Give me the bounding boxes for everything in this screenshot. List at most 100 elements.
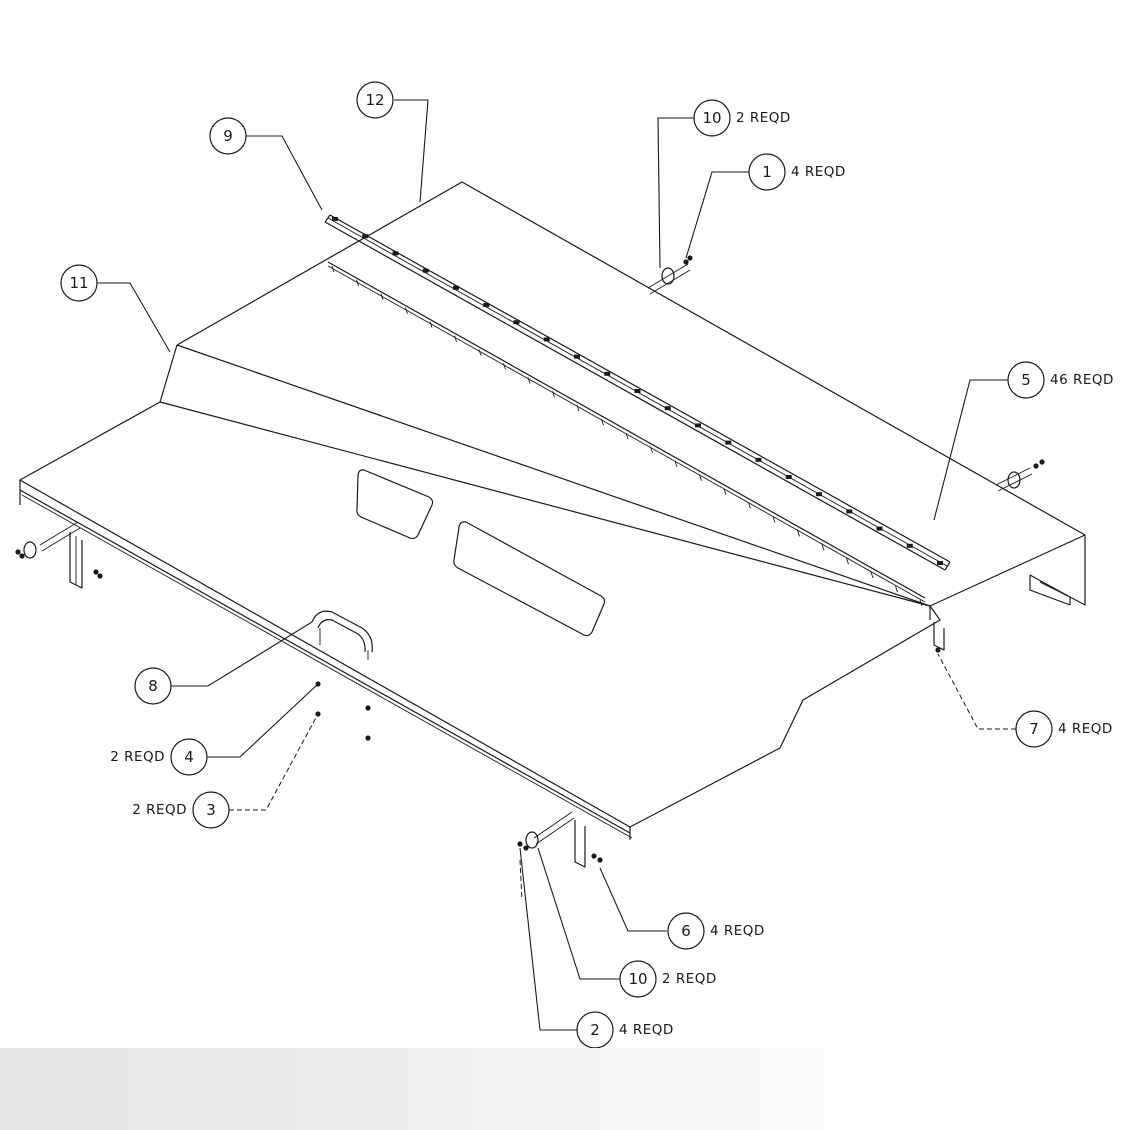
balloon-number: 5	[1021, 371, 1031, 389]
hinge-knuckle	[362, 234, 369, 239]
hinge-knuckle	[543, 337, 550, 342]
hinge-knuckle	[785, 475, 792, 479]
balloon-quantity: 4 REQD	[1058, 721, 1113, 737]
rivet	[552, 391, 555, 398]
rivet	[699, 474, 702, 481]
rivet	[846, 558, 849, 565]
fastener	[93, 569, 99, 575]
rivet	[576, 405, 580, 412]
balloon-quantity: 2 REQD	[736, 110, 791, 126]
balloon-number: 10	[628, 970, 647, 988]
balloon-quantity: 2 REQD	[662, 971, 717, 987]
hinge-knuckle	[725, 440, 732, 445]
balloon-quantity: 4 REQD	[710, 923, 765, 939]
rivet	[821, 544, 825, 551]
rivet	[870, 572, 874, 579]
fastener	[15, 549, 21, 555]
brackets	[39, 263, 1033, 868]
fastener	[19, 553, 25, 559]
hardware-marks	[15, 217, 1045, 863]
balloon-number: 12	[365, 91, 384, 109]
balloon-2: 2 4 REQD	[576, 1011, 674, 1049]
rivet	[919, 599, 923, 607]
balloon-number: 4	[184, 748, 194, 766]
hinge-knuckle	[453, 285, 459, 290]
balloon-7: 7 4 REQD	[1015, 710, 1113, 748]
fastener	[591, 853, 597, 859]
balloon-circle	[619, 960, 657, 998]
hinge-knuckle	[392, 251, 399, 256]
balloon-quantity: 4 REQD	[791, 164, 846, 180]
balloon-circle	[748, 153, 786, 191]
hinge-knuckle	[634, 389, 641, 393]
hinge-knuckle	[483, 303, 490, 307]
balloon-10-top: 10 2 REQD	[693, 99, 791, 137]
rivet	[429, 321, 433, 328]
rivet	[797, 530, 800, 537]
balloon-quantity: 46 REQD	[1050, 372, 1114, 388]
hinge-knuckle	[876, 526, 883, 531]
rivet	[601, 418, 604, 426]
fastener	[935, 647, 941, 653]
rivet	[527, 377, 531, 384]
hinge-knuckle	[574, 354, 580, 359]
balloon-number: 2	[590, 1021, 600, 1039]
balloon-5: 5 46 REQD	[1007, 361, 1114, 399]
rivet	[625, 432, 629, 440]
hinge-knuckle	[604, 371, 611, 376]
fastener	[365, 735, 371, 741]
balloon-circle	[170, 738, 208, 776]
balloon-quantity: 2 REQD	[110, 749, 165, 765]
balloon-number: 10	[702, 109, 721, 127]
balloon-4: 4 2 REQD	[110, 738, 208, 776]
rivet	[723, 488, 727, 495]
balloon-number: 3	[206, 801, 216, 819]
hinge-knuckle	[755, 457, 762, 462]
balloon-number: 6	[681, 922, 691, 940]
balloon-circle	[192, 791, 230, 829]
balloon-11: 11	[60, 264, 98, 302]
balloon-quantity: 4 REQD	[619, 1022, 674, 1038]
balloon-8: 8	[134, 667, 172, 705]
clamps	[23, 267, 1021, 849]
rivet	[895, 585, 898, 593]
fastener	[683, 259, 689, 265]
balloon-circle	[693, 99, 731, 137]
balloon-circle	[1007, 361, 1045, 399]
leader-lines	[97, 99, 1016, 1031]
hinge-knuckle	[695, 423, 701, 428]
balloon-circle	[356, 81, 394, 119]
hinge-knuckle	[422, 268, 429, 273]
fastener	[365, 705, 371, 711]
fastener	[687, 255, 693, 261]
balloon-quantity: 2 REQD	[132, 802, 187, 818]
fastener	[1033, 463, 1039, 469]
balloon-number: 9	[223, 127, 233, 145]
balloon-12: 12	[356, 81, 394, 119]
hinge-knuckle	[937, 561, 943, 565]
rivet	[405, 307, 408, 314]
hinge-knuckle	[816, 492, 822, 497]
rivet	[772, 516, 776, 523]
rivet	[454, 335, 457, 342]
balloon-number: 11	[69, 274, 88, 292]
rivet-row	[327, 261, 926, 603]
balloon-circle	[667, 912, 705, 950]
balloon-10-bottom: 10 2 REQD	[619, 960, 717, 998]
balloon-circle	[209, 117, 247, 155]
balloon-number: 7	[1029, 720, 1039, 738]
hinge-knuckle	[846, 509, 853, 514]
balloon-circle	[60, 264, 98, 302]
rivet	[380, 293, 384, 300]
balloon-number: 8	[148, 677, 158, 695]
rivet	[356, 279, 359, 287]
hinge-knuckle	[513, 320, 520, 325]
balloon-3: 3 2 REQD	[132, 791, 230, 829]
fastener	[97, 573, 103, 579]
balloon-circle	[1015, 710, 1053, 748]
hinge-knuckle	[332, 217, 338, 221]
